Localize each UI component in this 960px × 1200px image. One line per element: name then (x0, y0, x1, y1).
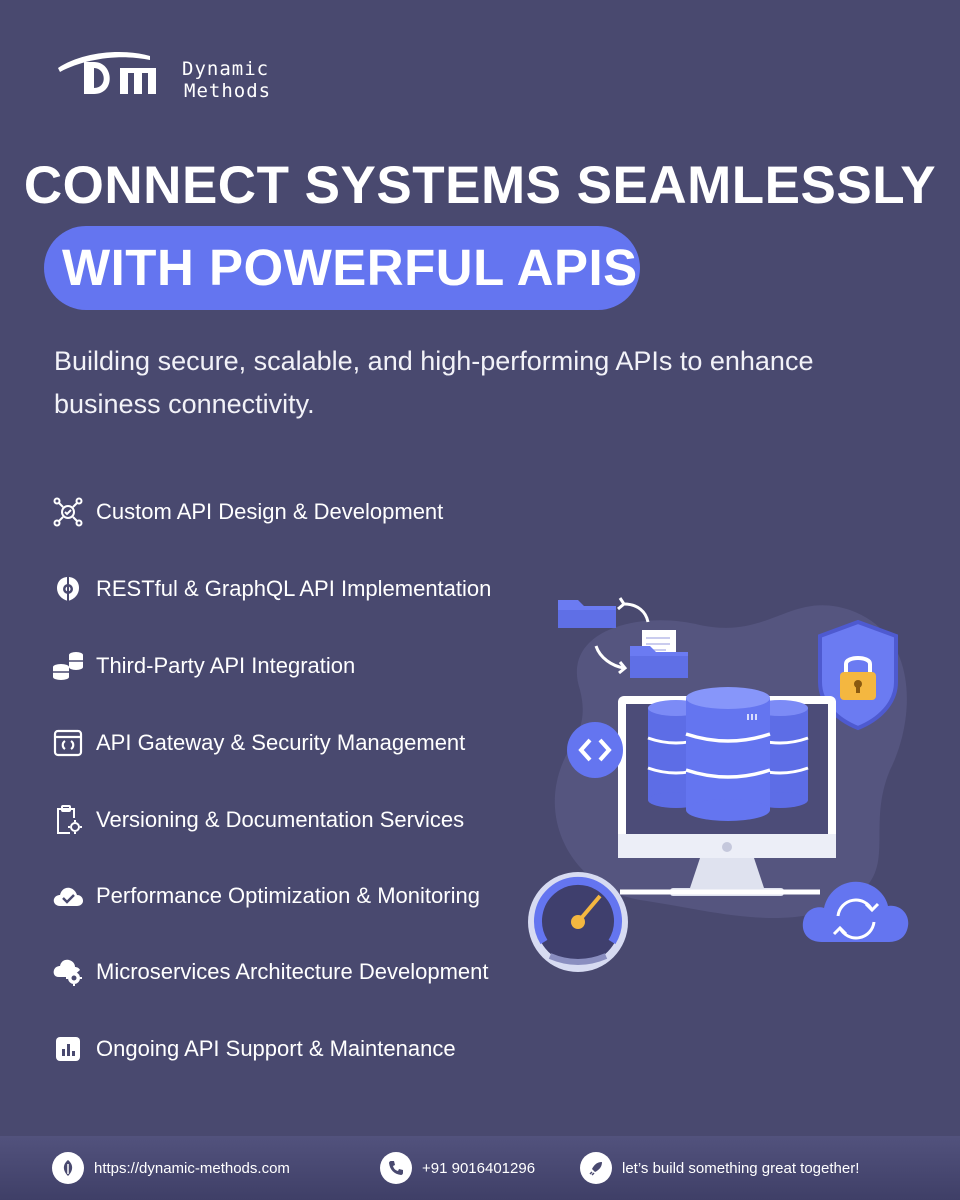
tagline-text: let’s build something great together! (622, 1159, 860, 1177)
feature-item: Versioning & Documentation Services (52, 802, 464, 838)
code-badge-icon (567, 722, 623, 778)
headline-line1: CONNECT SYSTEMS SEAMLESSLY (23, 156, 937, 215)
api-illustration (528, 597, 909, 972)
folder-icon (558, 600, 616, 628)
footer-tagline: let’s build something great together! (580, 1151, 859, 1185)
feature-item: API Gateway & Security Management (52, 725, 465, 761)
feature-item: Custom API Design & Development (52, 494, 443, 530)
feature-item: Ongoing API Support & Maintenance (52, 1031, 456, 1067)
website-link[interactable]: https://dynamic-methods.com (94, 1159, 290, 1177)
database-stack-icon (52, 650, 84, 682)
brand-name-line2: Methods (184, 80, 272, 102)
brand-name: Dynamic Methods (182, 58, 271, 102)
phone-number[interactable]: +91 9016401296 (422, 1159, 536, 1177)
feature-item: Microservices Architecture Development (52, 954, 488, 990)
feature-label: Third-Party API Integration (96, 653, 356, 678)
footer-website[interactable]: https://dynamic-methods.com (52, 1151, 290, 1185)
feature-label: API Gateway & Security Management (96, 730, 466, 755)
clipboard-gear-icon (52, 804, 84, 836)
shield-lock-icon (818, 619, 898, 731)
bar-chart-icon (52, 1033, 84, 1065)
globe-leaf-icon (52, 1152, 84, 1184)
speed-gauge-icon (528, 872, 628, 972)
brain-gear-icon (52, 573, 84, 605)
feature-label: Ongoing API Support & Maintenance (96, 1036, 456, 1061)
subtitle: Building secure, scalable, and high-perf… (54, 346, 814, 419)
brand-logo: Dynamic Methods (52, 48, 302, 104)
headline-highlight-pill (44, 226, 640, 310)
feature-label: Performance Optimization & Monitoring (96, 883, 480, 908)
phone-icon (380, 1152, 412, 1184)
footer-phone[interactable]: +91 9016401296 (380, 1151, 535, 1185)
brand-name-line1: Dynamic (182, 58, 270, 80)
feature-item: Third-Party API Integration (52, 648, 355, 684)
feature-item: Performance Optimization & Monitoring (52, 878, 480, 914)
sync-arrows-icon (594, 597, 650, 675)
database-servers-icon (647, 687, 809, 821)
cloud-gear-icon (52, 956, 84, 988)
cloud-sync-icon (802, 881, 909, 942)
feature-label: RESTful & GraphQL API Implementation (96, 576, 492, 601)
dm-logo-mark-icon (58, 52, 156, 94)
feature-label: Microservices Architecture Development (96, 959, 489, 984)
cloud-check-icon (52, 880, 84, 912)
footer-bar (0, 1136, 960, 1200)
network-hub-icon (52, 496, 84, 528)
feature-item: RESTful & GraphQL API Implementation (52, 571, 491, 607)
feature-label: Versioning & Documentation Services (96, 807, 465, 832)
document-folder-icon (630, 630, 688, 678)
rocket-icon (580, 1152, 612, 1184)
headline-line2: WITH POWERFUL APIS (62, 239, 638, 296)
code-window-icon (52, 727, 84, 759)
feature-label: Custom API Design & Development (96, 499, 444, 524)
